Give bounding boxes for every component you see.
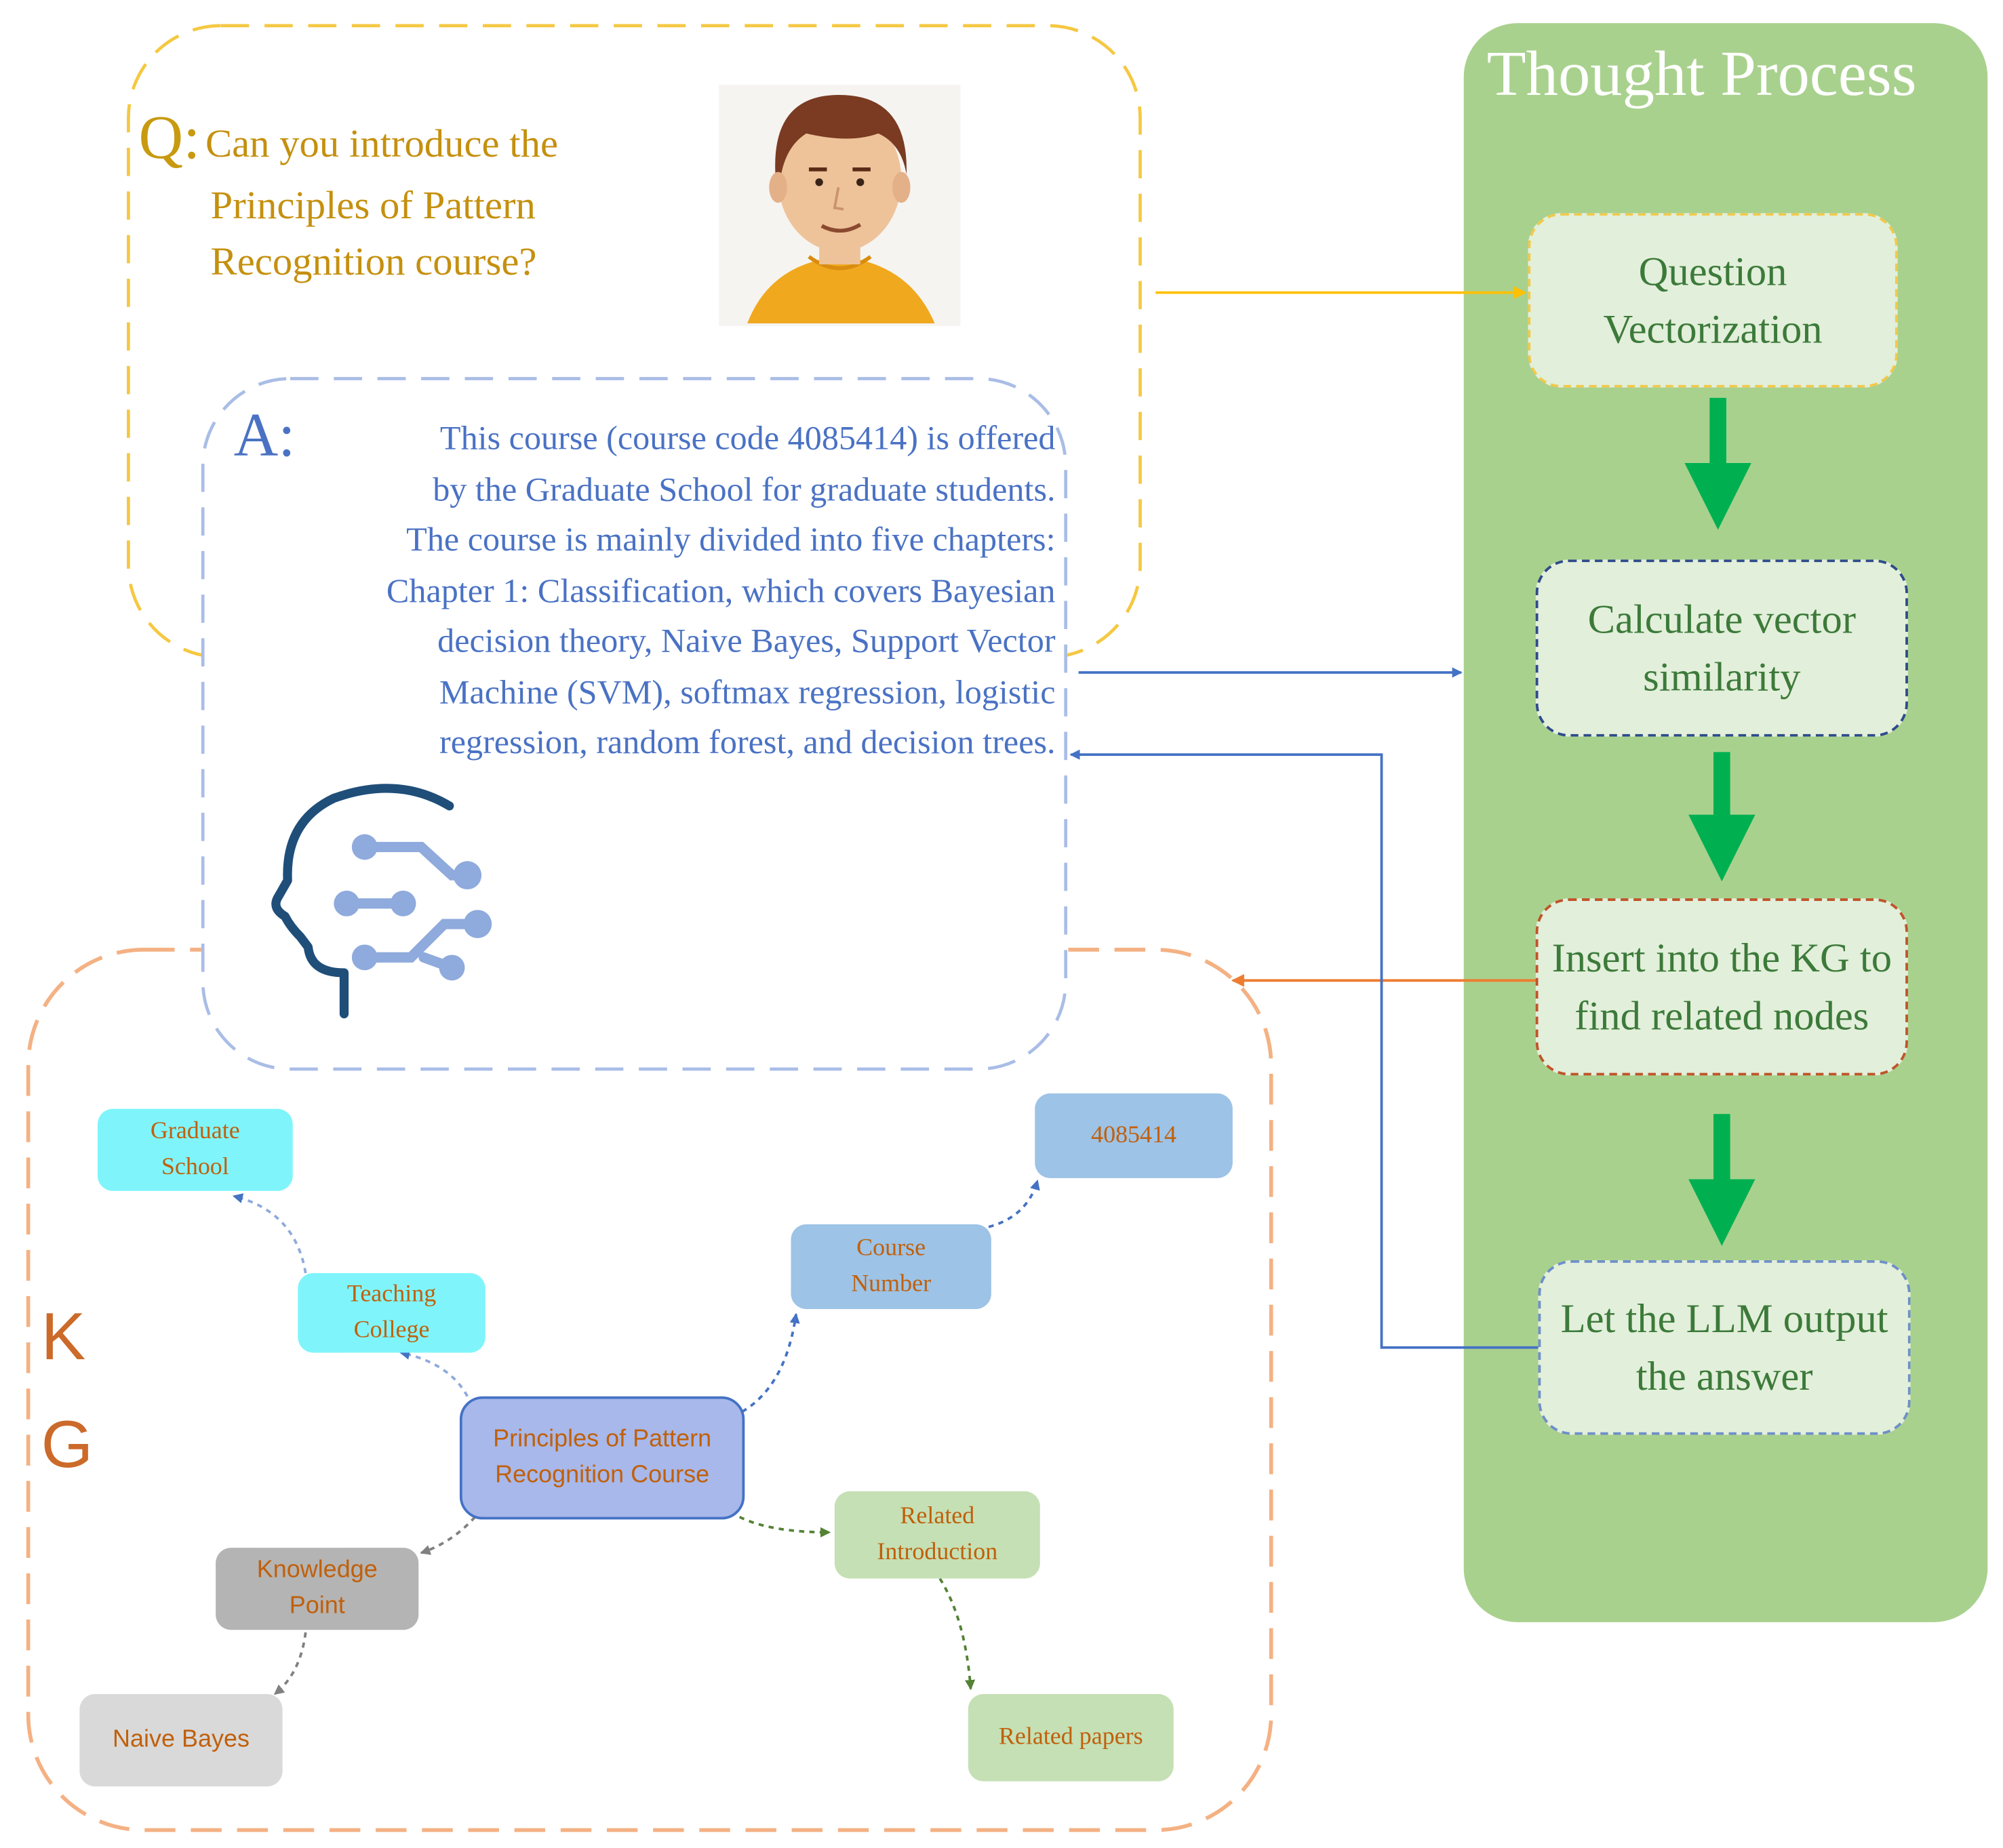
step-calculate-similarity: Calculate vector similarity — [1535, 559, 1908, 737]
kg-node-label: Knowledge Point — [256, 1556, 378, 1620]
llm-output-to-answer-arrow — [1069, 749, 1541, 1349]
answer-frame — [201, 377, 1068, 1071]
answer-line: Machine (SVM), softmax regression, logis… — [439, 672, 1056, 710]
kg-edge-center-course-number — [741, 1312, 800, 1413]
kg-edge-teaching-college-graduate-school — [232, 1193, 307, 1274]
step-insert-into-kg: Insert into the KG to find related nodes — [1535, 898, 1908, 1076]
answer-line: Chapter 1: Classification, which covers … — [386, 570, 1056, 609]
kg-node-label: Related Introduction — [877, 1502, 998, 1566]
question-mark: Q: — [138, 104, 201, 172]
step-label: Insert into the KG to find related nodes — [1551, 934, 1892, 1039]
answer-line: by the Graduate School for graduate stud… — [433, 468, 1056, 508]
answer-text: This course (course code 4085414) is off… — [218, 414, 1056, 768]
kg-node-naive-bayes: Naive Bayes — [79, 1693, 283, 1787]
kg-edge-center-knowledge-point — [420, 1516, 477, 1555]
ai-head-icon — [271, 784, 492, 1019]
answer-line: decision theory, Naive Bayes, Support Ve… — [437, 621, 1056, 660]
answer-line: This course (course code 4085414) is off… — [439, 418, 1056, 457]
step-label: Calculate vector similarity — [1587, 595, 1856, 700]
kg-frame — [26, 948, 1273, 1832]
kg-letter-g: G — [41, 1407, 94, 1483]
question-line: Can you introduce the — [205, 120, 559, 166]
answer-line: regression, random forest, and decision … — [439, 722, 1056, 761]
kg-node-label: Graduate School — [150, 1117, 240, 1181]
kg-node-label: 4085414 — [1091, 1121, 1177, 1149]
kg-node-center-course: Principles of Pattern Recognition Course — [459, 1396, 745, 1520]
kg-node-related-papers: Related papers — [968, 1693, 1174, 1782]
kg-edge-knowledge-point-naive-bayes — [273, 1632, 307, 1695]
kg-node-related-introduction: Related Introduction — [834, 1491, 1040, 1579]
kg-node-label: Principles of Pattern Recognition Course — [493, 1426, 712, 1489]
kg-edge-center-teaching-college — [399, 1349, 469, 1397]
step-label: Question Vectorization — [1603, 247, 1823, 352]
kg-node-label: Naive Bayes — [112, 1726, 250, 1753]
person-avatar-icon — [719, 84, 961, 326]
kg-node-course-code: 4085414 — [1035, 1093, 1233, 1178]
step-label: Let the LLM output the answer — [1560, 1295, 1888, 1399]
kg-edge-course-number-code — [988, 1179, 1040, 1228]
question-line: Principles of Pattern — [210, 182, 536, 228]
kg-node-label: Course Number — [851, 1234, 932, 1298]
thought-process-title: Thought Process — [1486, 37, 1917, 109]
question-text: Can you introduce the Principles of Patt… — [205, 113, 558, 293]
answer-mark: A: — [233, 401, 296, 470]
answer-line: The course is mainly divided into five c… — [406, 519, 1056, 559]
step-question-vectorization: Question Vectorization — [1528, 213, 1898, 388]
kg-edge-center-related-introduction — [738, 1515, 831, 1538]
question-line: Recognition course? — [210, 239, 537, 284]
kg-node-course-number: Course Number — [791, 1224, 991, 1309]
kg-letter-k: K — [41, 1300, 86, 1375]
kg-node-graduate-school: Graduate School — [97, 1108, 293, 1191]
kg-node-knowledge-point: Knowledge Point — [216, 1548, 419, 1630]
kg-edge-related-introduction-papers — [938, 1578, 976, 1691]
kg-node-label: Teaching College — [346, 1281, 437, 1344]
kg-node-teaching-college: Teaching College — [298, 1272, 485, 1353]
kg-node-label: Related papers — [998, 1723, 1143, 1751]
step-llm-output: Let the LLM output the answer — [1538, 1260, 1911, 1435]
